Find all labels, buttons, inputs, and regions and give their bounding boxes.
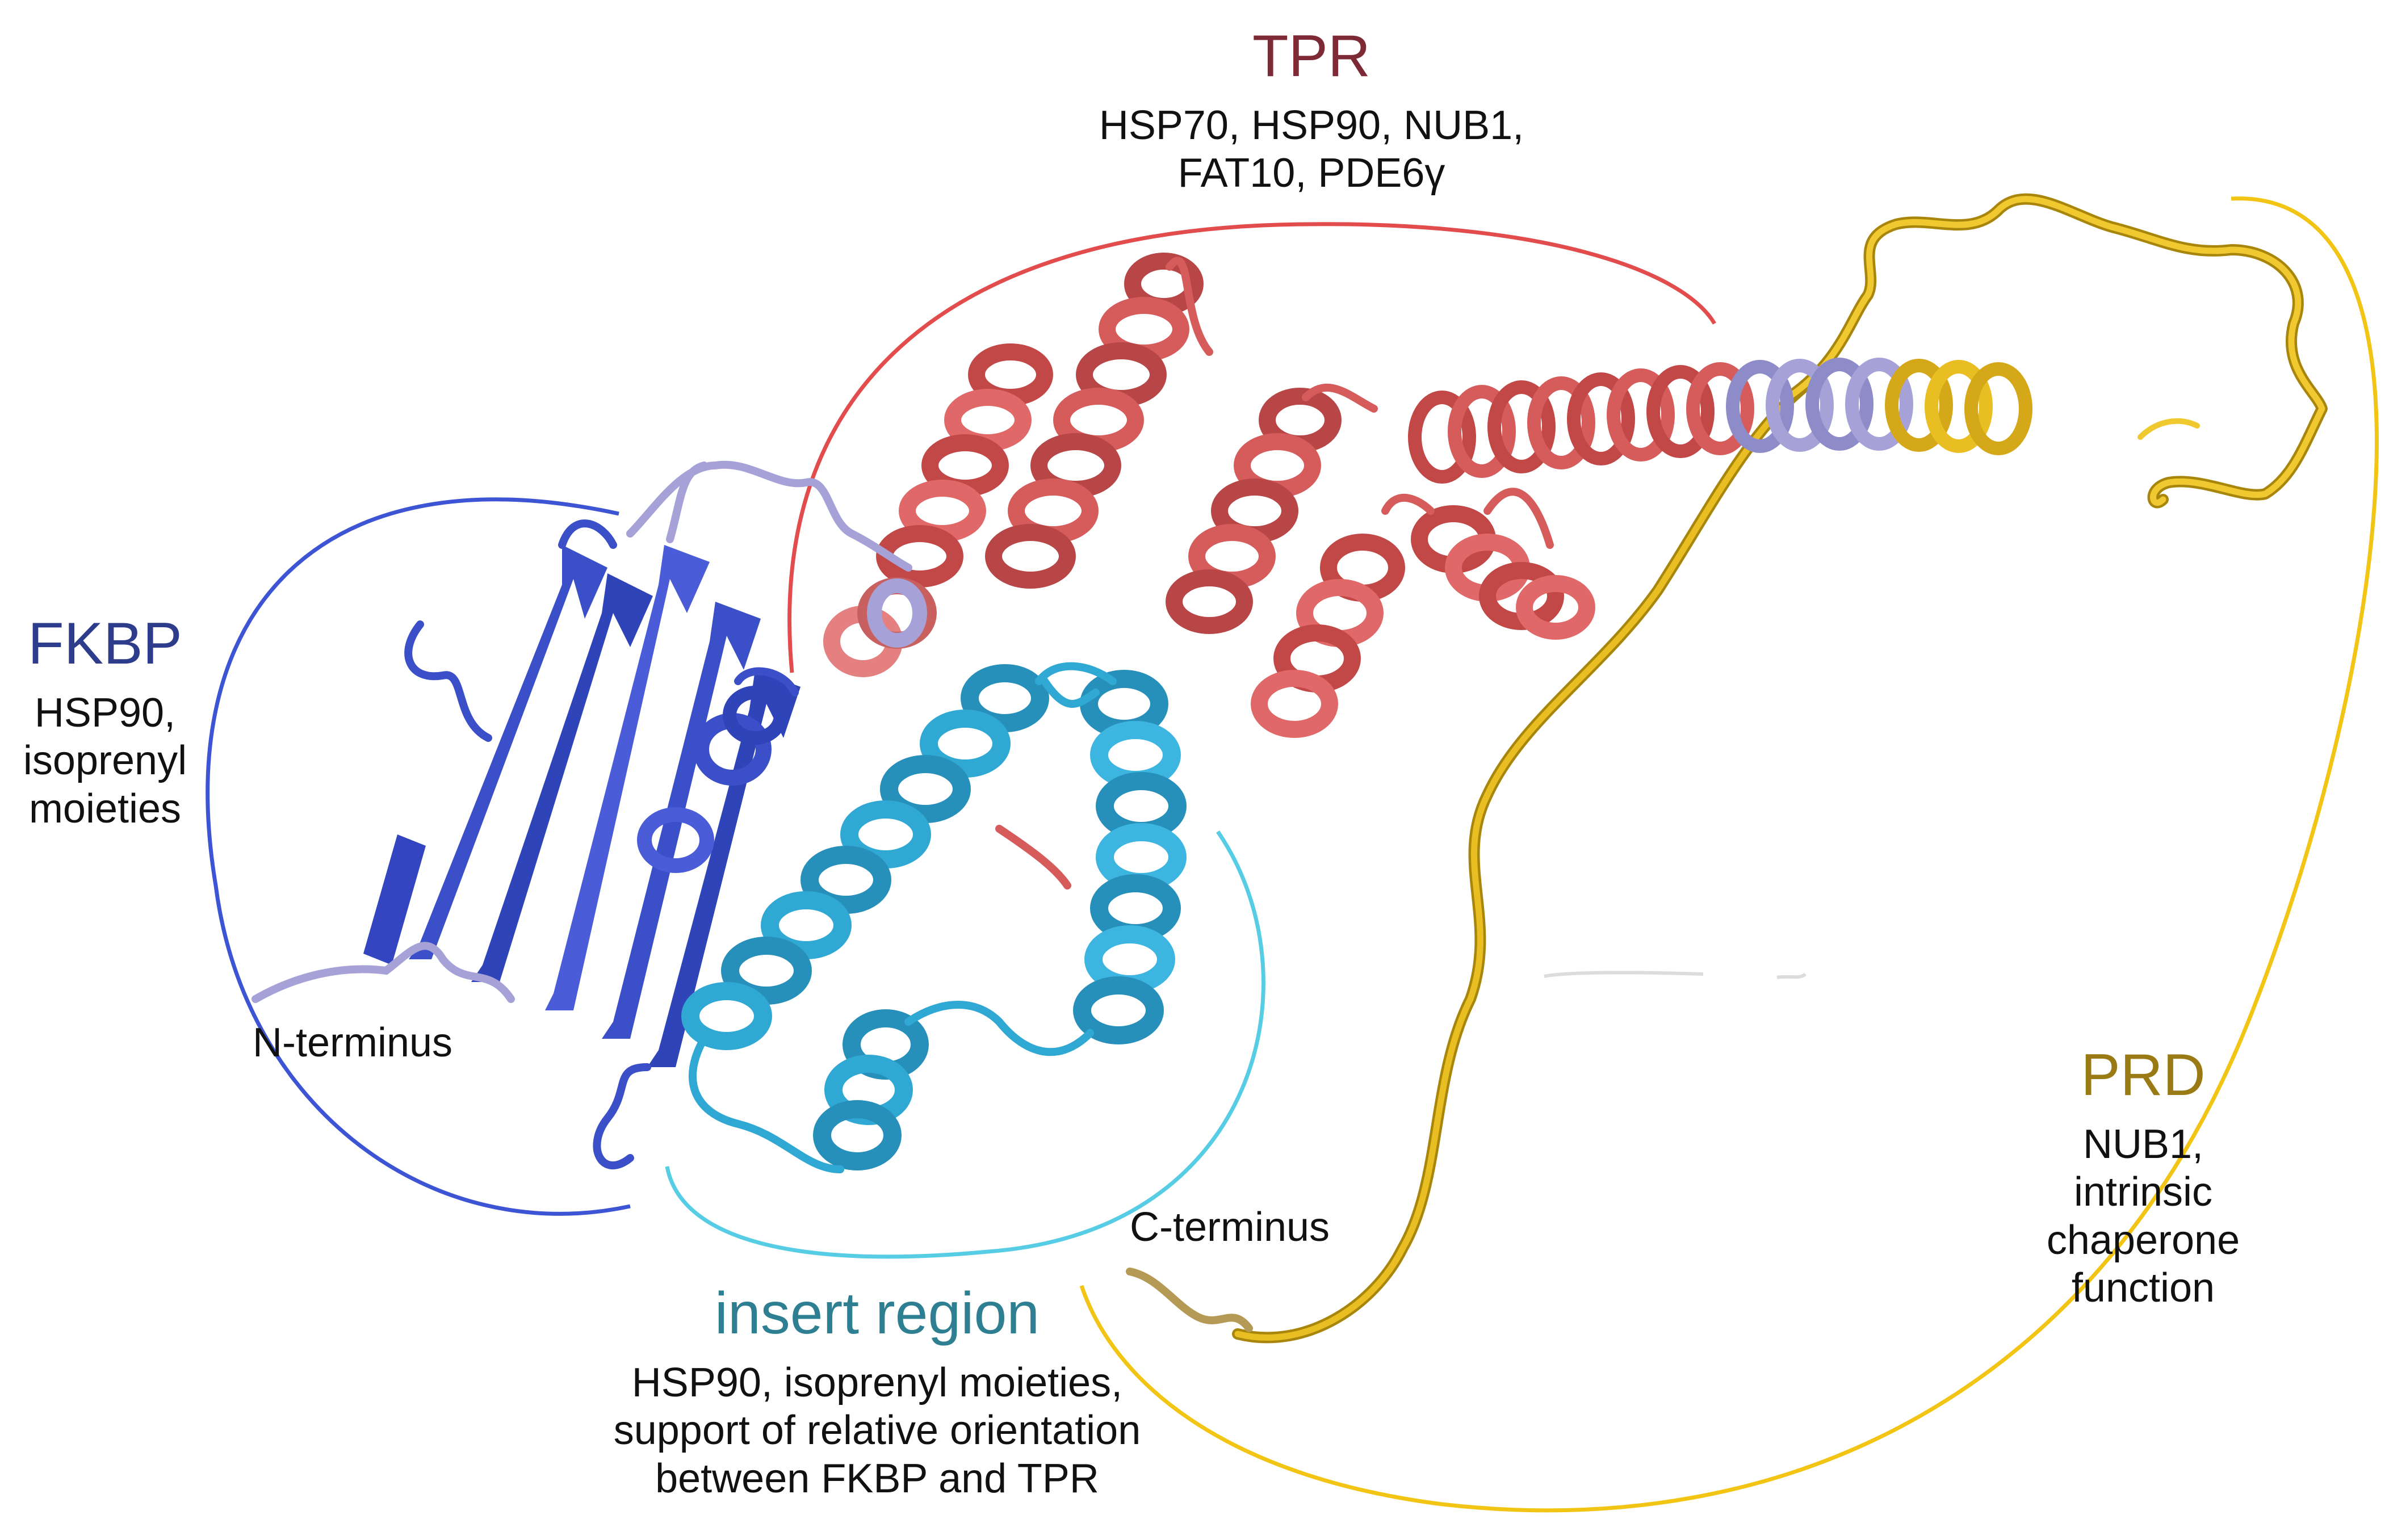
prd-title: PRD [2081, 1042, 2206, 1108]
fkbp-loops [404, 519, 799, 1169]
faint-mark [1544, 971, 1807, 979]
fkbp-light-linkers [252, 460, 912, 1003]
insert-region-helices [681, 664, 1187, 1170]
tpr-partners: HSP70, HSP90, NUB1, FAT10, PDE6γ [1099, 103, 1524, 196]
prd-coil-ribbon [1126, 193, 2328, 1344]
insert-region-partners: HSP90, isoprenyl moieties, support of re… [613, 1360, 1141, 1501]
light-helix-segment [867, 578, 927, 648]
n-terminus-label: N-terminus [253, 1020, 453, 1065]
fkbp-label-block: FKBP HSP90, isoprenyl moieties [0, 599, 210, 844]
tpr-helices [823, 253, 1595, 738]
prd-domain-arc [1079, 196, 2379, 1513]
tpr-domain-arc [787, 222, 1716, 673]
fkbp-beta-sheet [363, 545, 800, 1067]
insert-region-title: insert region [714, 1280, 1040, 1346]
tpr-long-helix [1408, 358, 2032, 484]
c-terminus-label: C-terminus [1130, 1205, 1330, 1250]
tpr-label-block: TPR HSP70, HSP90, NUB1, FAT10, PDE6γ [1011, 11, 1612, 208]
prd-partners: NUB1, intrinsic chaperone function [2046, 1122, 2240, 1311]
prd-label-block: PRD NUB1, intrinsic chaperone function [1993, 1030, 2294, 1323]
insert-region-arc [665, 830, 1265, 1259]
fkbp-domain-arc [206, 497, 631, 1216]
fkbp-title: FKBP [28, 610, 182, 677]
fkbp-partners: HSP90, isoprenyl moieties [23, 690, 187, 832]
tpr-loops [995, 257, 1554, 889]
insert-region-loops [689, 662, 1117, 1173]
tpr-title: TPR [1252, 23, 1370, 89]
insert-region-label-block: insert region HSP90, isoprenyl moieties,… [528, 1269, 1226, 1513]
